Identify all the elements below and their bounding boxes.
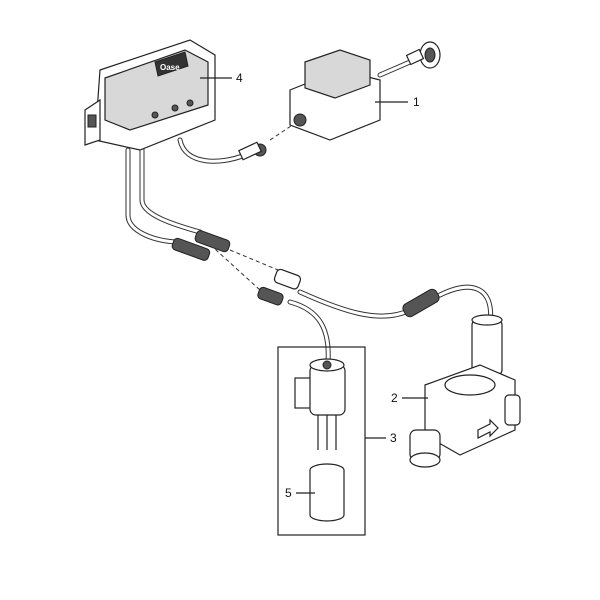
mains-plug <box>405 41 441 69</box>
callout-5: 5 <box>285 486 292 500</box>
solenoid-valve <box>409 314 521 468</box>
controller-unit: Oase <box>84 39 216 151</box>
callout-3: 3 <box>390 431 397 445</box>
sensor-group <box>277 346 366 536</box>
cables <box>125 59 494 365</box>
connectors <box>171 230 440 318</box>
callout-1: 1 <box>413 95 420 109</box>
transformer <box>238 49 381 161</box>
leader-lines <box>200 77 428 494</box>
callout-4: 4 <box>236 71 243 85</box>
callout-2: 2 <box>391 391 398 405</box>
oase-logo: Oase <box>160 63 180 72</box>
